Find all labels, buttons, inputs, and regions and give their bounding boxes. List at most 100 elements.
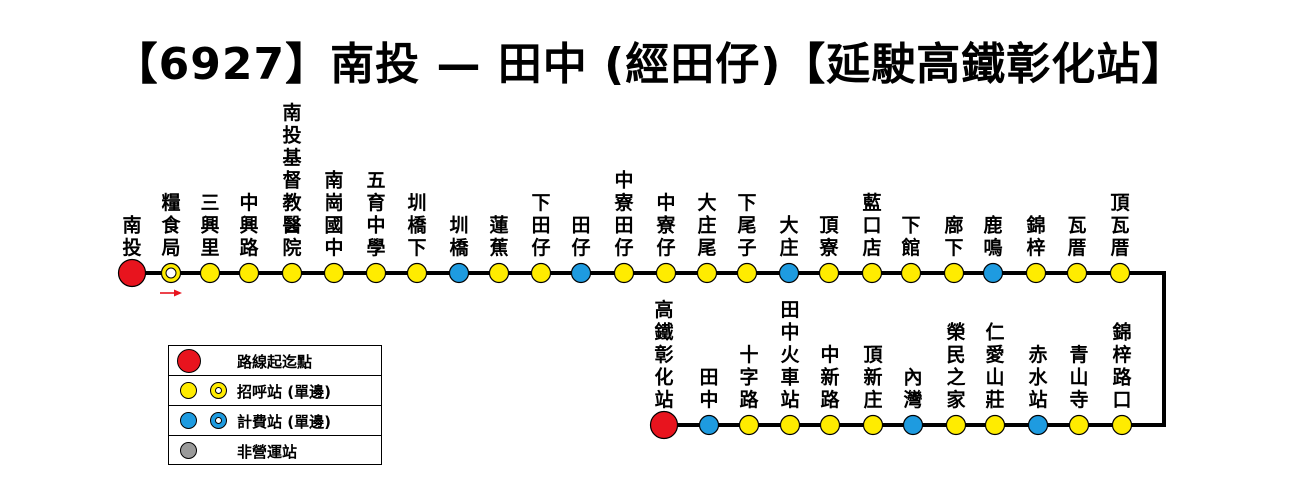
legend-row-fare: 計費站 (單邊) [169,406,381,436]
stop-21: 廍下 [943,214,965,284]
stop-name-label: 頂寮 [818,215,839,260]
flag-stop-marker [1111,414,1133,436]
stop-name-label: 錦梓路口 [1112,321,1132,412]
page-title: 【6927】南投 — 田中 (經田仔)【延駛高鐵彰化站】 [113,39,1187,90]
legend-row-terminal: 路線起迄點 [169,346,381,376]
flag-stop-marker [238,262,260,284]
fare-stop-marker [1027,414,1049,436]
stop-name-label: 南投 [122,215,141,260]
stop-25: 頂瓦厝 [1109,192,1130,284]
stop-5: 中新路 [819,343,841,436]
flag-stop-marker [406,262,428,284]
stop-23: 錦梓 [1025,214,1047,284]
fare-stop-marker [982,262,1004,284]
stop-name-label: 南投基督教醫院 [281,102,302,259]
flag-stop-marker [900,262,922,284]
stop-8: 圳橋下 [406,192,428,284]
flag-stop-marker [696,262,718,284]
stop-name-label: 蓮蕉 [489,215,508,260]
flag-stop-marker [984,414,1006,436]
legend-fare-ring-icon [210,412,227,429]
stop-name-label: 圳橋下 [407,192,427,259]
stop-14: 中寮仔 [655,191,677,284]
flag-stop-ring-inner [165,267,177,279]
terminal-stop-marker [117,258,147,288]
stop-name-label: 仁愛山莊 [985,321,1004,412]
flag-stop-marker [655,262,677,284]
legend-fare-icon [180,412,197,429]
stop-18: 頂寮 [818,215,840,284]
stop-name-label: 中寮田仔 [613,169,634,260]
stop-name-label: 糧食局 [161,191,181,259]
stop-name-label: 赤水站 [1028,344,1048,411]
flag-stop-marker [1025,262,1047,284]
stop-name-label: 大庄 [779,214,798,260]
stop-name-label: 田中 [699,367,718,412]
stop-6: 南崗國中 [323,170,345,284]
stop-name-label: 南崗國中 [324,170,343,260]
stop-10: 赤水站 [1027,344,1049,436]
stop-19: 藍口店 [861,192,883,284]
stop-3: 十字路 [738,343,759,436]
stop-6: 頂新庄 [862,344,884,436]
stop-name-label: 圳橋 [449,215,469,260]
stop-name-label: 下尾子 [737,192,756,259]
stop-name-label: 榮民之家 [946,321,966,412]
stop-name-label: 田中火車站 [780,299,800,411]
flag-stop-marker [818,262,840,284]
flag-stop-marker [199,262,221,284]
flag-stop-marker [862,414,884,436]
stop-name-label: 中新路 [820,343,840,411]
stop-name-label: 瓦厝 [1067,215,1086,260]
flag-stop-marker [819,414,841,436]
flag-stop-marker [1068,414,1090,436]
stop-name-label: 十字路 [739,343,759,411]
stop-24: 瓦厝 [1066,215,1088,284]
stop-name-label: 田仔 [571,215,590,260]
stop-name-label: 廍下 [944,214,963,260]
stop-3: 三興里 [199,192,221,284]
stop-9: 仁愛山莊 [984,321,1006,436]
stop-name-label: 五育中學 [366,170,385,260]
legend-label: 路線起迄點 [237,353,313,371]
direction-arrow-icon [160,289,182,297]
legend-row-closed: 非營運站 [169,436,381,466]
stop-5: 南投基督教醫院 [281,102,302,284]
stop-name-label: 下田仔 [531,192,550,259]
legend-terminal-icon [177,349,201,373]
legend-flag-icon [180,382,197,399]
terminal-stop-marker [649,410,679,440]
fare-stop-marker [570,262,592,284]
fare-stop-marker [902,414,924,436]
stop-name-label: 青山寺 [1069,344,1088,411]
stop-2: 糧食局 [160,191,181,284]
stop-7: 內灣 [902,367,924,436]
legend-row-flag: 招呼站 (單邊) [169,376,381,406]
stop-1: 高鐵彰化站 [649,298,679,440]
flag-stop-marker [861,262,883,284]
stop-11: 下田仔 [530,192,552,284]
stops-top-row: 南投糧食局三興里中興路南投基督教醫院南崗國中五育中學圳橋下圳橋蓮蕉下田仔田仔中寮… [117,102,1130,288]
stop-name-label: 頂新庄 [863,344,883,411]
flag-stop-marker [736,262,758,284]
stop-8: 榮民之家 [945,321,967,436]
flag-stop-marker [943,262,965,284]
legend-label: 計費站 (單邊) [237,413,331,431]
stop-name-label: 三興里 [200,192,219,259]
flag-stop-marker [779,414,801,436]
arrow-head [174,289,182,297]
stop-name-label: 鹿鳴 [983,214,1002,260]
stop-12: 田仔 [570,215,592,284]
stop-4: 田中火車站 [779,299,801,436]
stop-20: 下館 [900,215,922,284]
flag-stop-marker [945,414,967,436]
legend-flag-ring-icon [210,382,227,399]
stop-name-label: 藍口店 [862,192,881,259]
fare-stop-marker [698,414,720,436]
stop-16: 下尾子 [736,192,758,284]
stop-13: 中寮田仔 [613,169,635,284]
stop-17: 大庄 [778,214,800,284]
legend-label: 非營運站 [237,443,298,461]
flag-stop-marker [613,262,635,284]
stop-name-label: 頂瓦厝 [1110,192,1130,259]
